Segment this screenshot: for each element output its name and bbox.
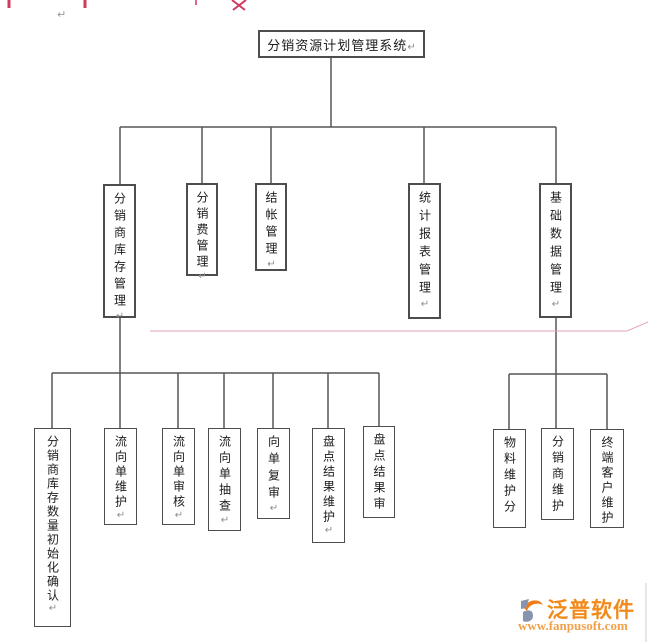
node-order-review: 向单复审↵ <box>257 428 290 519</box>
return-mark: ↵ <box>266 259 277 270</box>
node-label: 分销商维护 <box>550 435 565 515</box>
fanpu-logo-icon <box>521 599 543 622</box>
red-text-fragment <box>231 0 247 11</box>
return-mark: ↵ <box>268 503 280 514</box>
node-settlement-mgmt: 结帐管理↵ <box>255 183 287 271</box>
node-terminal-customer-maintain: 终端客户维护 <box>590 429 624 528</box>
node-label: 统计报表管理↵ <box>417 191 432 310</box>
node-label: 盘点结果审 <box>372 433 386 513</box>
watermark-url: www.fanpusoft.com <box>518 618 628 633</box>
node-flow-order-maintain: 流向单维护↵ <box>104 428 137 525</box>
node-label: 物料维护分 <box>502 436 517 516</box>
node-label: 分销商库存管理↵ <box>112 192 127 322</box>
return-mark: ↵ <box>407 41 416 53</box>
node-label: 流向单维护↵ <box>113 435 128 521</box>
node-inventory-init-confirm: 分销商库存数量初始化确认↵ <box>34 428 71 627</box>
node-label: 流向单抽查↵ <box>217 435 232 526</box>
return-mark: ↵ <box>47 603 59 614</box>
return-mark: ↵ <box>419 299 431 310</box>
node-root: 分销资源计划管理系统↵ <box>258 30 425 58</box>
return-mark: ↵ <box>197 271 208 282</box>
return-mark: ↵ <box>219 515 231 526</box>
node-flow-order-audit: 流向单审核↵ <box>162 428 195 525</box>
node-distributor-maintain: 分销商维护 <box>541 428 574 520</box>
node-stocktake-result-maintain: 盘点结果维护↵ <box>312 428 345 543</box>
paragraph-mark: ↵ <box>57 9 67 21</box>
node-label: 分销资源计划管理系统↵ <box>267 37 416 53</box>
node-label: 基础数据管理↵ <box>548 191 563 310</box>
return-mark: ↵ <box>173 510 185 521</box>
node-statistics-report-mgmt: 统计报表管理↵ <box>408 183 441 319</box>
node-stocktake-result-audit: 盘点结果审 <box>363 426 395 518</box>
node-base-data-mgmt: 基础数据管理↵ <box>539 183 572 318</box>
node-label: 向单复审↵ <box>266 435 281 514</box>
node-flow-order-spotcheck: 流向单抽查↵ <box>208 428 241 531</box>
node-label: 分销商库存数量初始化确认↵ <box>45 435 60 614</box>
node-distribution-fee-mgmt: 分销费管理↵ <box>186 183 218 282</box>
node-label: 盘点结果维护↵ <box>321 435 336 536</box>
return-mark: ↵ <box>550 299 562 310</box>
node-label: 结帐管理↵ <box>264 191 278 270</box>
watermark-brand: 泛普软件 <box>547 599 635 622</box>
node-material-maintain: 物料维护分 <box>493 429 526 528</box>
return-mark: ↵ <box>114 311 126 322</box>
node-label: 分销费管理↵ <box>195 191 209 282</box>
node-label: 终端客户维护 <box>600 436 614 526</box>
return-mark: ↵ <box>323 525 335 536</box>
return-mark: ↵ <box>115 510 127 521</box>
node-distributor-inventory-mgmt: 分销商库存管理↵ <box>103 184 136 322</box>
node-label: 流向单审核↵ <box>171 435 186 521</box>
watermark: 泛普软件 www.fanpusoft.com <box>514 594 644 636</box>
